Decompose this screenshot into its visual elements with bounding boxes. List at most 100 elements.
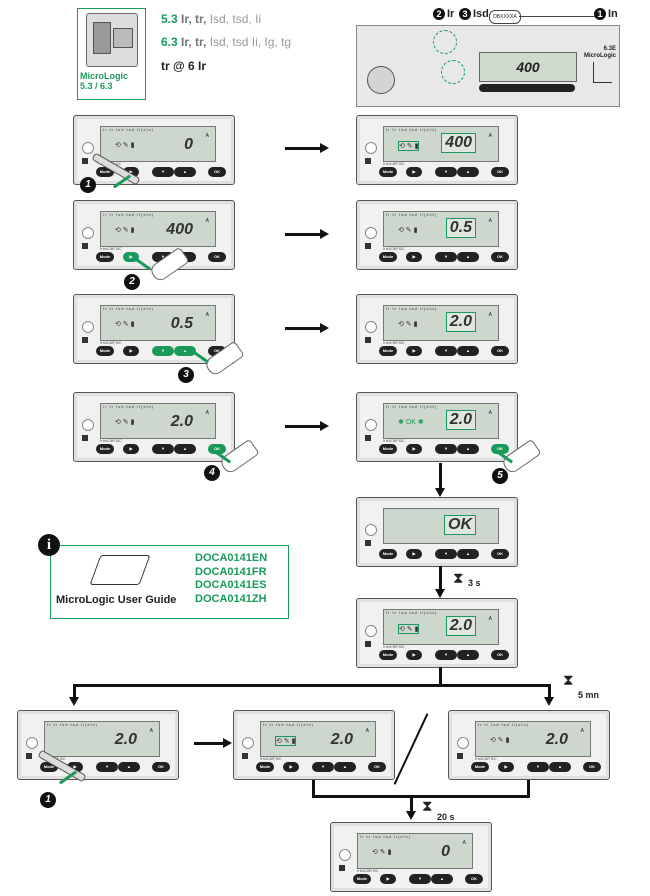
ok-button[interactable]: OK (208, 252, 226, 262)
next-button[interactable]: ▶ (406, 444, 422, 454)
mode-button[interactable]: Mode (256, 762, 274, 772)
up-button[interactable]: ▲ (334, 762, 356, 772)
mode-button[interactable]: Mode (379, 650, 397, 660)
up-button[interactable]: ▲ (118, 762, 140, 772)
flow-line (312, 780, 315, 797)
next-button[interactable]: ▶ (123, 167, 139, 177)
next-button[interactable]: ▶ (406, 650, 422, 660)
next-button[interactable]: ▶ (123, 346, 139, 356)
mode-button[interactable]: Mode (379, 252, 397, 262)
next-button[interactable]: ▶ (123, 444, 139, 454)
mode-button[interactable]: Mode (379, 167, 397, 177)
ok-button[interactable]: OK (491, 346, 509, 356)
mode-button[interactable]: Mode (40, 762, 58, 772)
down-button[interactable]: ▼ (152, 167, 174, 177)
down-button[interactable]: ▼ (152, 444, 174, 454)
ok-button[interactable]: OK (208, 444, 226, 454)
up-button[interactable]: ▲ (457, 346, 479, 356)
flow-arrow (285, 229, 329, 239)
up-button[interactable]: ▲ (457, 252, 479, 262)
next-button[interactable]: ▶ (406, 346, 422, 356)
info-icon: i (38, 534, 60, 556)
mode-button[interactable]: Mode (471, 762, 489, 772)
ok-button[interactable]: OK (491, 650, 509, 660)
down-button[interactable]: ▼ (435, 167, 457, 177)
settings-icon: ⟲ ✎ ▮ (398, 227, 418, 234)
settings-bold-53: Ir, tr, (181, 12, 207, 26)
mode-button[interactable]: Mode (379, 549, 397, 559)
step-badge-1: 1 (80, 177, 96, 193)
screw-icon (82, 227, 94, 239)
flow-arrow (194, 738, 232, 748)
mode-button[interactable]: Mode (353, 874, 371, 884)
callout-leader (519, 16, 597, 17)
flow-arrow-down (69, 684, 79, 706)
ok-button[interactable]: OK (368, 762, 386, 772)
down-button[interactable]: ▼ (96, 762, 118, 772)
unit-row7-left: Ir tr Isd tsd Ii(xIn)2.0A Ir tr/A 2tR S/… (17, 710, 179, 780)
mode-button[interactable]: Mode (379, 346, 397, 356)
down-button[interactable]: ▼ (409, 874, 431, 884)
down-button[interactable]: ▼ (312, 762, 334, 772)
mode-button[interactable]: Mode (96, 167, 114, 177)
ok-button[interactable]: OK (208, 346, 226, 356)
next-button[interactable]: ▶ (380, 874, 396, 884)
up-button[interactable]: ▲ (457, 167, 479, 177)
up-button[interactable]: ▲ (174, 346, 196, 356)
settings-icon: ⟲ ✎ ▮ (115, 419, 135, 426)
doc-ref: DOCA0141ES (195, 579, 267, 591)
next-button[interactable]: ▶ (123, 252, 139, 262)
ok-button[interactable]: OK (583, 762, 601, 772)
next-button[interactable]: ▶ (406, 549, 422, 559)
ok-button[interactable]: OK (491, 549, 509, 559)
down-button[interactable]: ▼ (435, 346, 457, 356)
down-button[interactable]: ▼ (152, 346, 174, 356)
next-button[interactable]: ▶ (498, 762, 514, 772)
up-button[interactable]: ▲ (174, 444, 196, 454)
mode-button[interactable]: Mode (96, 346, 114, 356)
connector-icon (367, 66, 395, 94)
up-button[interactable]: ▲ (431, 874, 453, 884)
mode-button[interactable]: Mode (379, 444, 397, 454)
mode-button[interactable]: Mode (96, 252, 114, 262)
up-button[interactable]: ▲ (457, 549, 479, 559)
next-button[interactable]: ▶ (67, 762, 83, 772)
settings-icon: ⟲ ✎ ▮ (398, 624, 420, 634)
mode-button[interactable]: Mode (96, 444, 114, 454)
ok-button[interactable]: OK (465, 874, 483, 884)
isd-dial (441, 60, 465, 84)
up-button[interactable]: ▲ (457, 444, 479, 454)
flow-line (527, 780, 530, 797)
screw-icon (365, 321, 377, 333)
down-button[interactable]: ▼ (435, 444, 457, 454)
down-button[interactable]: ▼ (527, 762, 549, 772)
step-badge-2: 2 (124, 274, 140, 290)
next-button[interactable]: ▶ (283, 762, 299, 772)
next-button[interactable]: ▶ (406, 167, 422, 177)
padlock-icon (26, 753, 32, 759)
up-button[interactable]: ▲ (457, 650, 479, 660)
device-illustration (86, 13, 138, 67)
ok-button[interactable]: OK (208, 167, 226, 177)
ok-button[interactable]: OK (491, 444, 509, 454)
ok-button[interactable]: OK (152, 762, 170, 772)
step-badge-4: 4 (204, 465, 220, 481)
doc-ref: DOCA0141EN (195, 552, 268, 564)
ok-button[interactable]: OK (491, 167, 509, 177)
settings-icon: ⟲ ✎ ▮ (115, 321, 135, 328)
ok-button[interactable]: OK (491, 252, 509, 262)
up-button[interactable]: ▲ (174, 167, 196, 177)
screw-icon (457, 737, 469, 749)
down-button[interactable]: ▼ (435, 650, 457, 660)
down-button[interactable]: ▼ (435, 252, 457, 262)
up-button[interactable]: ▲ (549, 762, 571, 772)
padlock-icon (457, 753, 463, 759)
down-button[interactable]: ▼ (435, 549, 457, 559)
next-button[interactable]: ▶ (406, 252, 422, 262)
